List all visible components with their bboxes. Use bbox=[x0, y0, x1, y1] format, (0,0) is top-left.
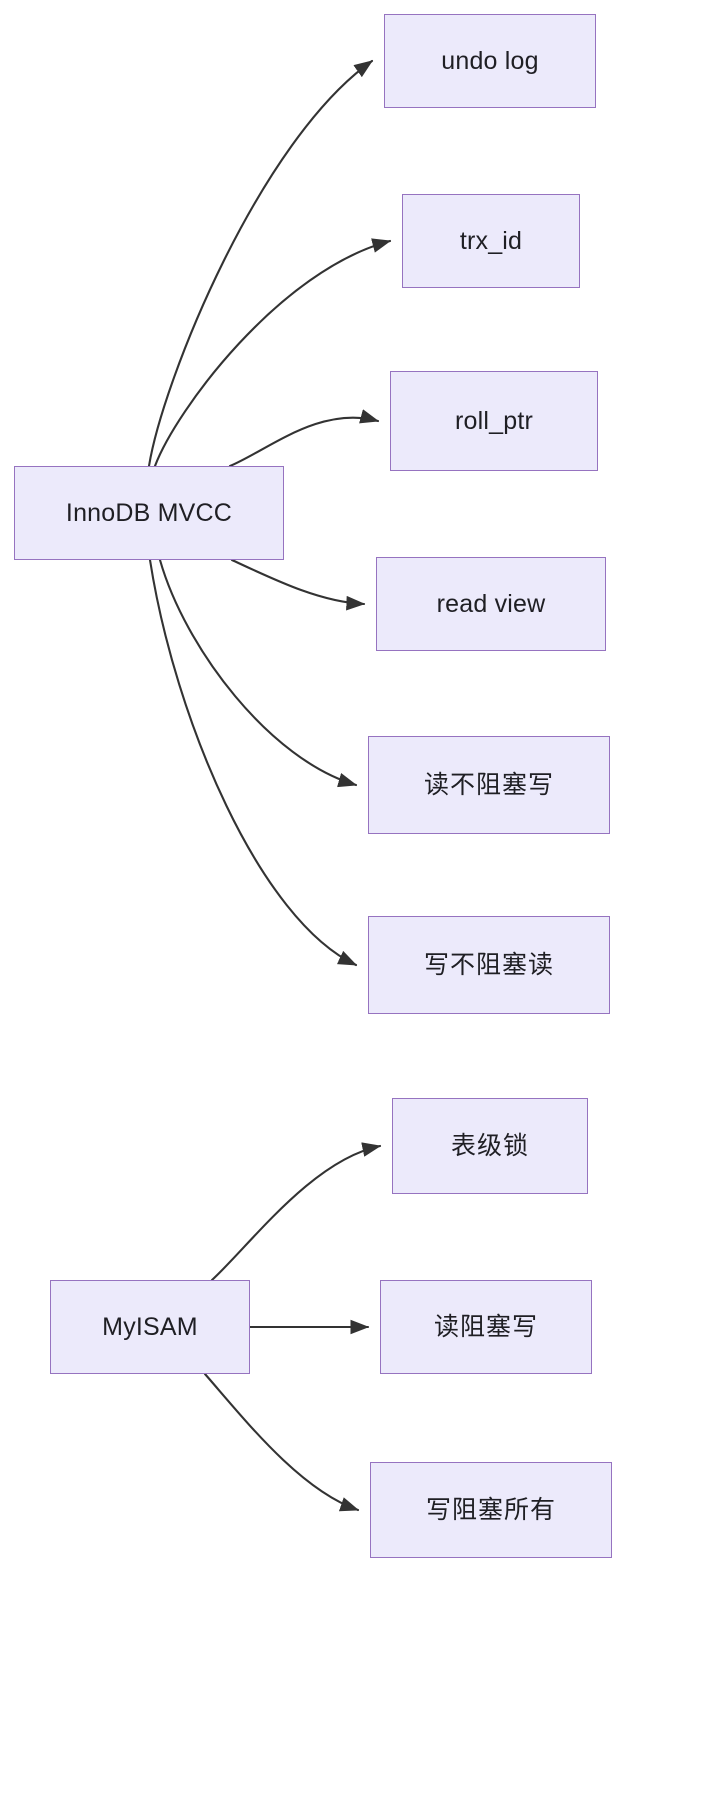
node-trx_id[interactable]: trx_id bbox=[402, 194, 580, 288]
node-write_no_block_read[interactable]: 写不阻塞读 bbox=[368, 916, 610, 1014]
node-label-read_block_write: 读阻塞写 bbox=[433, 1313, 538, 1341]
node-label-undo_log: undo log bbox=[441, 47, 539, 75]
node-label-roll_ptr: roll_ptr bbox=[454, 407, 534, 435]
node-undo_log[interactable]: undo log bbox=[384, 14, 596, 108]
node-label-write_no_block_read: 写不阻塞读 bbox=[423, 951, 554, 979]
edge-innodb_mvcc-to-roll_ptr bbox=[228, 409, 380, 468]
edge-myisam-to-table_lock bbox=[210, 1142, 382, 1282]
edge-innodb_mvcc-to-undo_log bbox=[147, 59, 374, 468]
node-label-myisam: MyISAM bbox=[102, 1313, 198, 1341]
edge-myisam-to-write_block_all bbox=[203, 1372, 360, 1512]
edge-innodb_mvcc-to-write_no_block_read bbox=[148, 558, 358, 967]
edge-innodb_mvcc-to-trx_id bbox=[153, 238, 392, 468]
node-read_block_write[interactable]: 读阻塞写 bbox=[380, 1280, 592, 1374]
node-myisam[interactable]: MyISAM bbox=[50, 1280, 250, 1374]
node-read_view[interactable]: read view bbox=[376, 557, 606, 651]
edge-innodb_mvcc-to-read_view bbox=[230, 558, 366, 611]
node-roll_ptr[interactable]: roll_ptr bbox=[390, 371, 598, 471]
node-label-read_no_block_write: 读不阻塞写 bbox=[423, 771, 554, 799]
node-write_block_all[interactable]: 写阻塞所有 bbox=[370, 1462, 612, 1558]
node-read_no_block_write[interactable]: 读不阻塞写 bbox=[368, 736, 610, 834]
node-label-table_lock: 表级锁 bbox=[450, 1132, 529, 1160]
edge-innodb_mvcc-to-read_no_block_write bbox=[158, 558, 358, 788]
node-table_lock[interactable]: 表级锁 bbox=[392, 1098, 588, 1194]
node-label-read_view: read view bbox=[436, 590, 546, 618]
node-label-innodb_mvcc: InnoDB MVCC bbox=[65, 499, 233, 527]
node-label-trx_id: trx_id bbox=[459, 227, 523, 255]
node-innodb_mvcc[interactable]: InnoDB MVCC bbox=[14, 466, 284, 560]
node-label-write_block_all: 写阻塞所有 bbox=[425, 1496, 556, 1524]
